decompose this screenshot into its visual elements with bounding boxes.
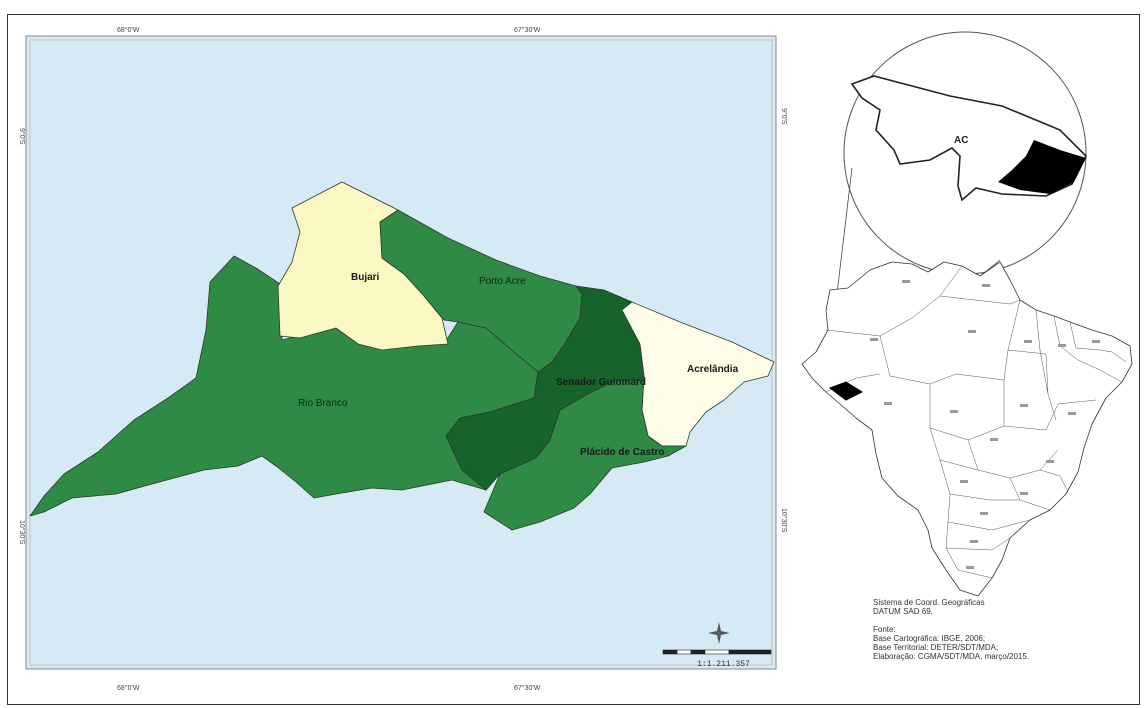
- municipality-acrelandia: [621, 301, 775, 447]
- legend-territorial-base: Base Territorial: DETER/SDT/MDA;: [873, 643, 999, 652]
- coord-left-lower: 10°30'S: [18, 520, 26, 545]
- municipality-placido-de-castro: [483, 375, 687, 531]
- coord-right-lower: 10°30'S: [780, 508, 788, 533]
- legend-elaboration: Elaboração: CGMA/SDT/MDA, março/2015.: [873, 652, 1030, 661]
- inset-highlight-region: [998, 140, 1086, 194]
- legend-datum: DATUM SAD 69.: [873, 607, 933, 616]
- coord-bottom-center: 67°30'W: [514, 684, 541, 692]
- brazil-map: [801, 261, 1133, 597]
- north-arrow-icon: [708, 622, 730, 644]
- inset-state-label: AC: [954, 135, 968, 146]
- legend-coordinate-system: Sistema de Coord. Geográficas: [873, 598, 985, 607]
- map-legend: Sistema de Coord. Geográficas DATUM SAD …: [873, 598, 1133, 661]
- scale-bar: [662, 649, 772, 655]
- label-placido-de-castro: Plácido de Castro: [580, 447, 664, 458]
- coord-top-left: 68°0'W: [117, 26, 140, 34]
- legend-cartographic-base: Base Cartográfica: IBGE, 2006;: [873, 634, 986, 643]
- brazil-state-labels: [870, 280, 1100, 569]
- map-neatline: [29, 39, 773, 666]
- legend-source-heading: Fonte:: [873, 625, 896, 634]
- scale-label: 1:1.211.357: [697, 660, 750, 669]
- inset-acre-circle: AC: [843, 31, 1087, 275]
- coord-bottom-left: 68°0'W: [117, 684, 140, 692]
- label-senador-guiomard: Senador Guiomard: [556, 377, 646, 388]
- coord-right-upper: 9°0'S: [780, 108, 788, 125]
- brazil-acre-highlight: [828, 381, 864, 401]
- coord-top-center: 67°30'W: [514, 26, 541, 34]
- label-acrelandia: Acrelândia: [687, 364, 739, 375]
- coord-left-upper: 9°0'S: [18, 128, 26, 145]
- label-porto-acre: Porto Acre: [479, 276, 526, 287]
- label-rio-branco: Rio Branco: [298, 398, 348, 409]
- legend-gap: [873, 616, 1133, 625]
- brazil-outline: [801, 261, 1133, 597]
- label-bujari: Bujari: [351, 272, 380, 283]
